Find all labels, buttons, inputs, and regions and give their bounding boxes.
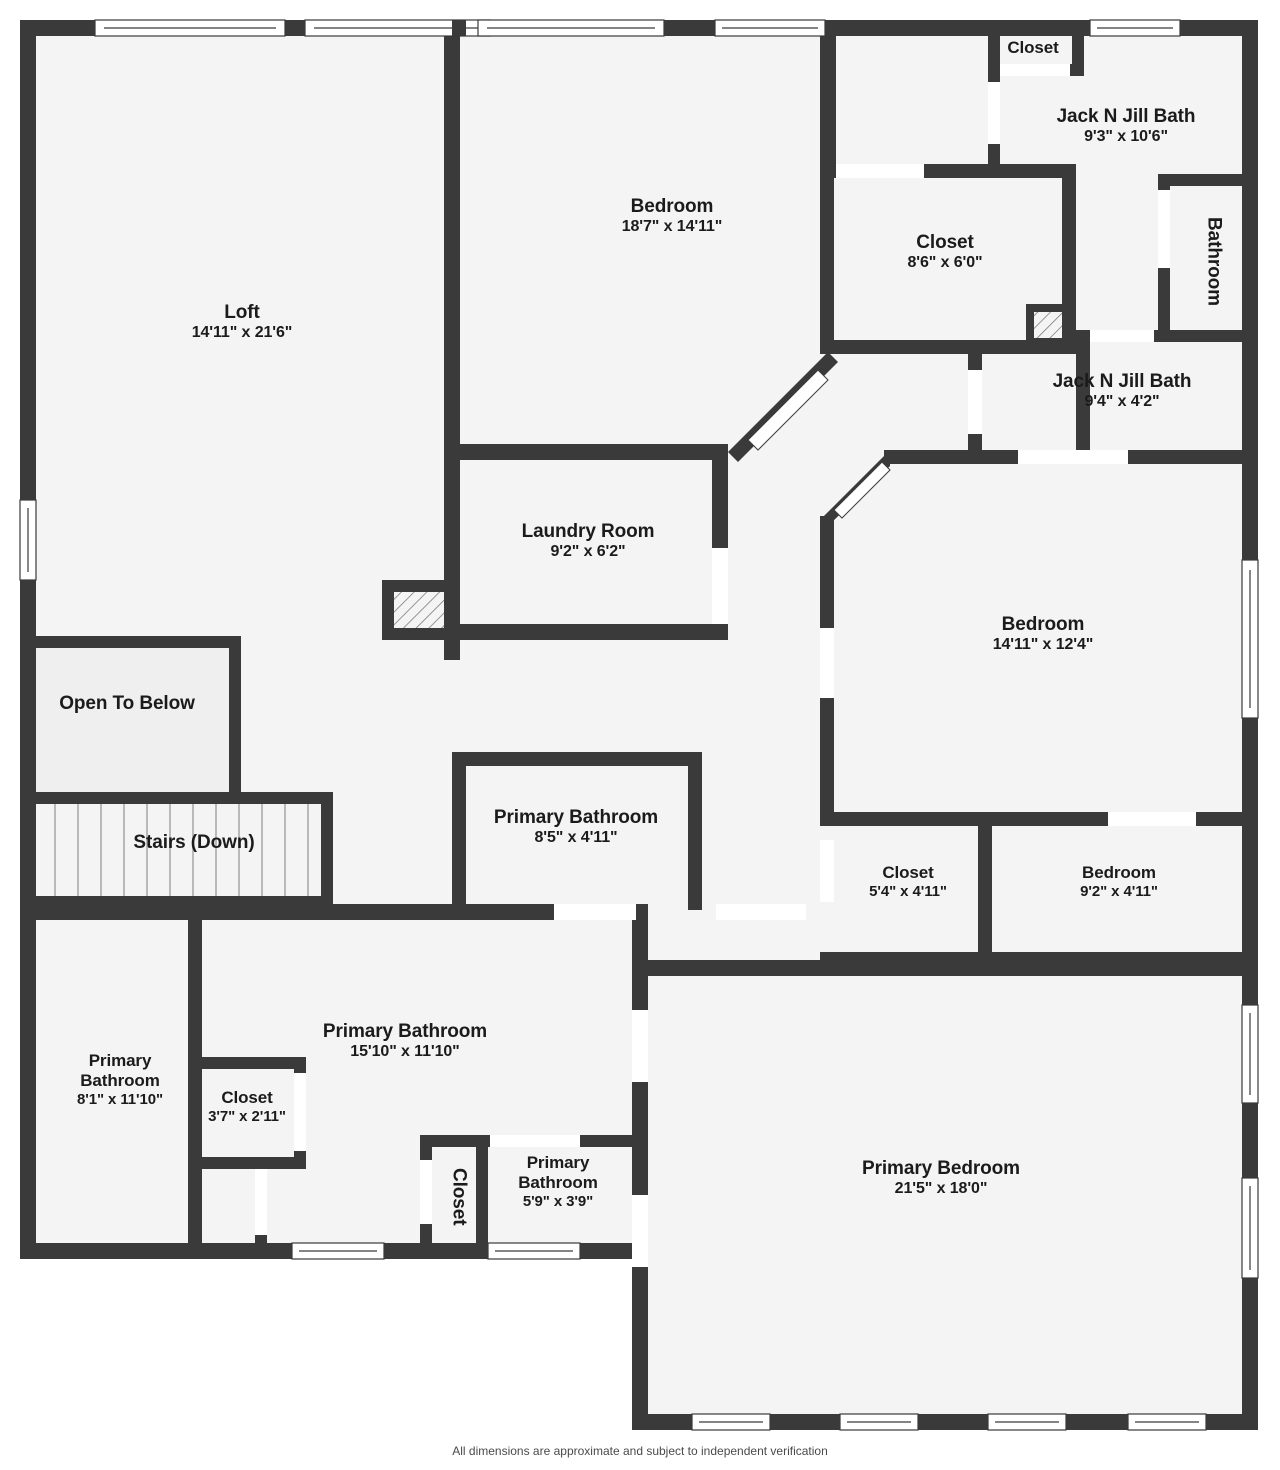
windows-and-openings <box>19 19 1259 1431</box>
window-right-3 <box>1241 1177 1259 1279</box>
window-bottom-left-1 <box>291 1242 385 1260</box>
door-closet-big-top <box>836 164 924 178</box>
disclaimer-note: All dimensions are approximate and subje… <box>452 1444 828 1458</box>
window-bottom-2 <box>839 1413 919 1431</box>
door-jnj2-bottom <box>1018 450 1128 464</box>
door-primary-bedroom-1 <box>632 1010 648 1082</box>
door-primary-bath-upper <box>554 904 636 920</box>
door-hall-1 <box>716 904 806 920</box>
door-closet-narrow <box>420 1160 432 1224</box>
door-primary-bedroom-2 <box>632 1195 648 1267</box>
window-mullion-top <box>452 20 466 36</box>
window-bottom-1 <box>691 1413 771 1431</box>
window-bottom-4 <box>1127 1413 1207 1431</box>
door-closet-primary <box>255 1169 267 1235</box>
door-bathroom-right <box>1158 190 1170 268</box>
window-top-1 <box>94 19 286 37</box>
stairs-fill <box>32 800 332 900</box>
window-top-3 <box>477 19 665 37</box>
stair-treads <box>54 802 309 898</box>
window-top-4 <box>714 19 826 37</box>
door-closet-primary-right <box>294 1073 306 1151</box>
door-diagonal-upper <box>747 369 829 451</box>
door-closet-mid <box>820 840 834 902</box>
door-primary-bath-small <box>490 1135 580 1147</box>
window-bottom-left-2 <box>487 1242 581 1260</box>
door-closet-top <box>988 82 1000 144</box>
window-right-2 <box>1241 1004 1259 1104</box>
door-bedroom-right-bottom <box>1108 812 1196 826</box>
door-laundry <box>712 548 728 624</box>
open-to-below-fill <box>32 640 237 800</box>
door-closet-top-lower <box>1000 64 1070 76</box>
window-top-5 <box>1089 19 1181 37</box>
window-bottom-3 <box>987 1413 1067 1431</box>
door-diagonal-lower <box>833 461 891 519</box>
door-jnj2 <box>968 370 982 434</box>
window-left-1 <box>19 499 37 581</box>
door-bathroom-right-lower <box>1090 330 1154 342</box>
window-right-1 <box>1241 559 1259 719</box>
door-bedroom-right-left <box>820 628 834 698</box>
